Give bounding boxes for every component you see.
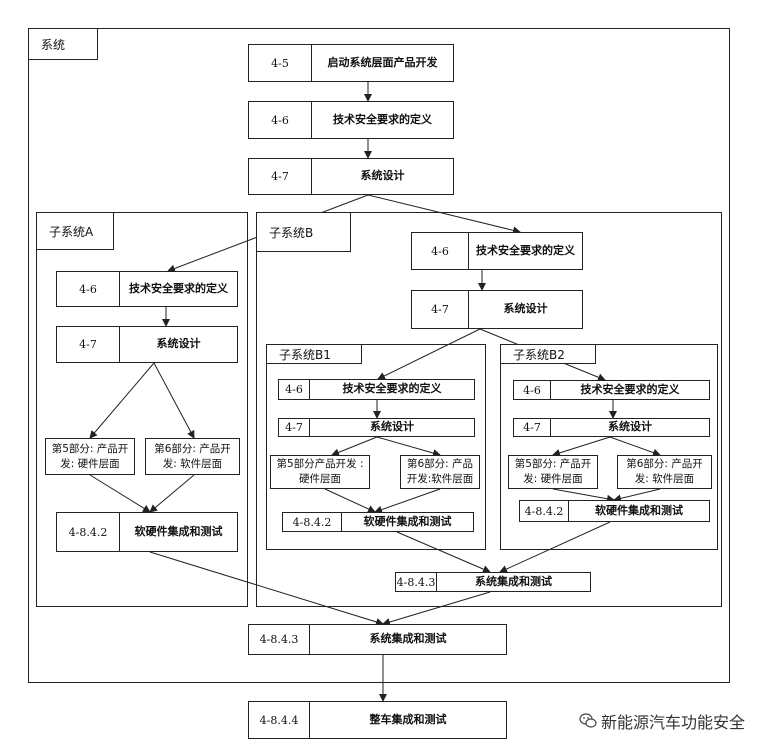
node-label: 技术安全要求的定义 [333, 112, 432, 126]
node-id: 4-5 [249, 45, 312, 81]
node-id: 4-7 [514, 419, 551, 436]
main-start-system-dev-node: 4-5 启动系统层面产品开发 [248, 44, 454, 82]
subb1-system-design-node: 4-7 系统设计 [278, 418, 475, 437]
wechat-icon [579, 713, 597, 728]
node-id: 4-8.4.3 [396, 573, 437, 591]
subsystem-b-frame: 子系统B [256, 212, 722, 607]
subb1-tech-safety-req-node: 4-6 技术安全要求的定义 [278, 379, 475, 400]
subb1-hw-sw-integration-node: 4-8.4.2 软硬件集成和测试 [282, 512, 474, 532]
node-label: 系统集成和测试 [369, 632, 447, 646]
main-system-design-node: 4-7 系统设计 [248, 158, 454, 195]
subb1-software-dev-box: 第6部分: 产品开发:软件层面 [400, 455, 480, 489]
subsystem-b1-frame: 子系统B1 [266, 344, 486, 550]
suba-hardware-dev-box: 第5部分: 产品开发: 硬件层面 [45, 438, 135, 475]
subb2-hw-sw-integration-node: 4-8.4.2 软硬件集成和测试 [519, 500, 710, 522]
node-id: 4-8.4.2 [520, 501, 569, 521]
suba-system-design-node: 4-7 系统设计 [56, 326, 238, 363]
subb2-hardware-dev-box: 第5部分: 产品开发: 硬件层面 [508, 455, 598, 489]
node-id: 4-8.4.2 [57, 513, 120, 551]
node-label: 软硬件集成和测试 [363, 514, 452, 528]
system-label: 系统 [28, 28, 98, 60]
subb2-software-dev-box: 第6部分: 产品开发: 软件层面 [617, 455, 712, 489]
suba-hw-sw-integration-node: 4-8.4.2 软硬件集成和测试 [56, 512, 238, 552]
node-label: 整车集成和测试 [369, 712, 447, 726]
node-id: 4-6 [57, 272, 120, 306]
watermark-text: 新能源汽车功能安全 [600, 713, 745, 732]
system-frame: 系统 [28, 28, 730, 683]
node-label: 技术安全要求的定义 [580, 382, 680, 396]
node-label: 软硬件集成和测试 [595, 503, 683, 517]
node-label: 系统设计 [156, 337, 201, 351]
node-label: 技术安全要求的定义 [476, 243, 575, 257]
node-id: 4-6 [249, 102, 312, 138]
node-id: 4-6 [514, 381, 551, 399]
node-id: 4-7 [279, 419, 310, 436]
node-id: 4-8.4.4 [249, 702, 310, 738]
subsystem-b-label: 子系统B [256, 212, 351, 252]
subb2-tech-safety-req-node: 4-6 技术安全要求的定义 [513, 380, 710, 400]
node-label: 技术安全要求的定义 [342, 382, 442, 396]
node-id: 4-8.4.2 [283, 513, 342, 531]
subb-system-integration-node: 4-8.4.3 系统集成和测试 [395, 572, 591, 592]
subsystem-b2-label: 子系统B2 [500, 344, 596, 364]
subb-system-design-node: 4-7 系统设计 [411, 290, 583, 329]
node-label: 技术安全要求的定义 [129, 281, 228, 295]
subsystem-a-label: 子系统A [36, 212, 114, 250]
suba-software-dev-box: 第6部分: 产品开发: 软件层面 [145, 438, 240, 475]
node-label: 系统设计 [370, 420, 414, 434]
subb2-system-design-node: 4-7 系统设计 [513, 418, 710, 437]
node-id: 4-6 [412, 233, 469, 269]
node-label: 软硬件集成和测试 [134, 524, 223, 538]
node-label: 系统设计 [360, 169, 405, 183]
subsystem-b1-label: 子系统B1 [266, 344, 362, 364]
node-label: 启动系统层面产品开发 [327, 55, 438, 69]
node-label: 系统设计 [503, 302, 548, 316]
node-id: 4-8.4.3 [249, 625, 310, 654]
node-id: 4-7 [249, 159, 312, 194]
node-id: 4-7 [412, 291, 469, 328]
node-id: 4-7 [57, 327, 120, 362]
main-vehicle-integration-node: 4-8.4.4 整车集成和测试 [248, 701, 507, 739]
node-label: 系统集成和测试 [475, 574, 552, 588]
node-id: 4-6 [279, 380, 310, 399]
watermark: 新能源汽车功能安全 [579, 709, 745, 733]
subsystem-a-frame: 子系统A [36, 212, 248, 607]
main-system-integration-node: 4-8.4.3 系统集成和测试 [248, 624, 507, 655]
node-label: 系统设计 [608, 420, 652, 434]
subsystem-b2-frame: 子系统B2 [500, 344, 718, 550]
suba-tech-safety-req-node: 4-6 技术安全要求的定义 [56, 271, 238, 307]
subb-tech-safety-req-node: 4-6 技术安全要求的定义 [411, 232, 583, 270]
subb1-hardware-dev-box: 第5部分产品开发 :硬件层面 [270, 455, 370, 489]
main-tech-safety-req-node: 4-6 技术安全要求的定义 [248, 101, 454, 139]
